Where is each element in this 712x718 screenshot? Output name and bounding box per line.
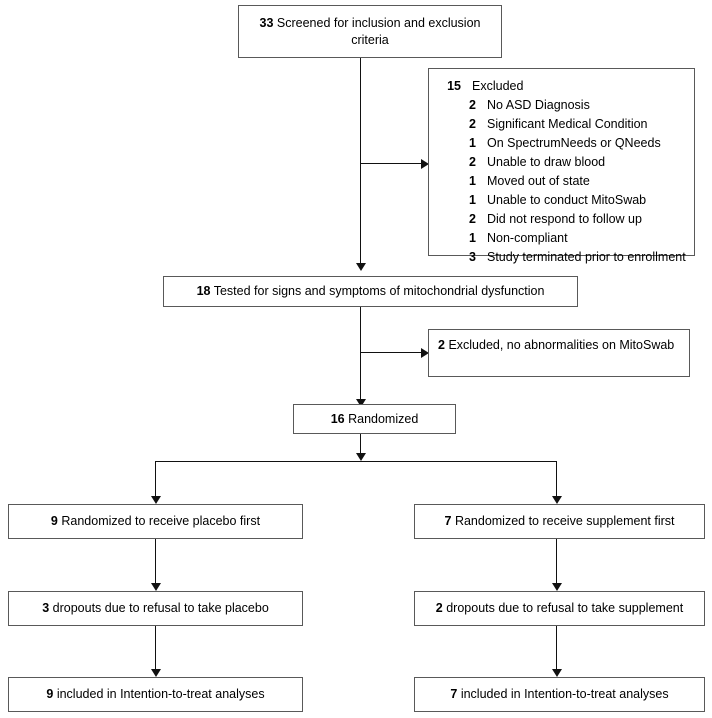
exclusion-reason-label: Unable to draw blood [487,155,606,169]
connector-supplement-first-to-dropouts [556,539,557,584]
node-supplement-first-count: 7 [444,514,452,529]
exclusion-reason-count: 1 [469,136,476,150]
excluded-primary-header: 15 Excluded [439,77,688,96]
excluded-primary-label: Excluded [472,79,524,93]
exclusion-reason-label: Did not respond to follow up [487,212,642,226]
arrowhead-to-excluded-primary [421,159,429,169]
exclusion-reason-label: Unable to conduct MitoSwab [487,193,647,207]
node-supplement-dropouts-text: 2 dropouts due to refusal to take supple… [436,600,683,617]
connector-randomized-stem [360,434,361,455]
node-tested-label: Tested for signs and symptoms of mitocho… [213,284,545,299]
node-placebo-itt-count: 9 [46,687,54,702]
exclusion-reason: 1 On SpectrumNeeds or QNeeds [439,134,688,153]
exclusion-reason: 2 Unable to draw blood [439,153,688,172]
node-supplement-itt-label: included in Intention-to-treat analyses [460,687,669,702]
node-randomized-label: Randomized [348,411,419,426]
node-screened: 33 Screened for inclusion and exclusion … [238,5,502,58]
exclusion-reason-label: Moved out of state [487,174,590,188]
exclusion-reason-count: 3 [469,250,476,264]
exclusion-reason-label: Study terminated prior to enrollment [487,250,686,264]
node-supplement-dropouts-label: dropouts due to refusal to take suppleme… [446,601,684,616]
node-placebo-first-label: Randomized to receive placebo first [61,514,261,529]
arrowhead-split-left [151,496,161,504]
node-placebo-dropouts-label: dropouts due to refusal to take placebo [52,601,269,616]
node-tested-text: 18 Tested for signs and symptoms of mito… [197,283,545,300]
node-screened-count: 33 [259,15,274,30]
connector-split-right-drop [556,461,557,497]
connector-tested-to-randomized [360,307,361,399]
exclusion-reason-count: 1 [469,193,476,207]
node-placebo-first-count: 9 [50,514,58,529]
exclusion-reason-count: 1 [469,174,476,188]
node-excluded-secondary-text: 2 Excluded, no abnormalities on MitoSwab [438,337,674,354]
connector-to-excluded-secondary [360,352,422,353]
exclusion-reason: 2 No ASD Diagnosis [439,96,688,115]
connector-to-excluded-primary [360,163,422,164]
node-randomized-count: 16 [330,411,345,426]
exclusion-reason: 3 Study terminated prior to enrollment [439,248,688,267]
exclusion-reason-count: 2 [469,117,476,131]
exclusion-reason-count: 1 [469,231,476,245]
node-excluded-secondary-count: 2 [438,338,445,352]
node-randomized: 16 Randomized [293,404,456,434]
node-supplement-dropouts: 2 dropouts due to refusal to take supple… [414,591,705,626]
connector-split-left-drop [155,461,156,497]
node-placebo-dropouts-count: 3 [42,601,50,616]
arrowhead-screened-to-tested [356,263,366,271]
exclusion-reason-label: On SpectrumNeeds or QNeeds [487,136,661,150]
arrowhead-supplement-dropouts-to-itt [552,669,562,677]
exclusion-reason-label: No ASD Diagnosis [487,98,590,112]
node-supplement-first-text: 7 Randomized to receive supplement first [445,513,675,530]
node-supplement-first-label: Randomized to receive supplement first [454,514,675,529]
arrowhead-tested-to-randomized [356,399,366,407]
exclusion-reason-label: Non-compliant [487,231,568,245]
node-screened-label: Screened for inclusion and exclusion cri… [276,15,481,47]
node-placebo-itt-text: 9 included in Intention-to-treat analyse… [46,686,264,703]
arrowhead-to-excluded-secondary [421,348,429,358]
node-randomized-text: 16 Randomized [331,411,419,428]
exclusion-reason: 2 Significant Medical Condition [439,115,688,134]
excluded-primary-count: 15 [447,79,461,93]
node-supplement-itt-count: 7 [450,687,458,702]
connector-placebo-first-to-dropouts [155,539,156,584]
node-placebo-first-text: 9 Randomized to receive placebo first [51,513,260,530]
excluded-primary-list: 15 Excluded 2 No ASD Diagnosis 2 Signifi… [429,69,694,273]
exclusion-reason-count: 2 [469,212,476,226]
node-supplement-itt: 7 included in Intention-to-treat analyse… [414,677,705,712]
node-supplement-first: 7 Randomized to receive supplement first [414,504,705,539]
arrowhead-placebo-first-to-dropouts [151,583,161,591]
arrowhead-randomized-split [356,453,366,461]
exclusion-reason-label: Significant Medical Condition [487,117,648,131]
node-excluded-secondary-label: Excluded, no abnormalities on MitoSwab [448,338,675,352]
connector-split-bar [155,461,557,462]
exclusion-reason: 2 Did not respond to follow up [439,210,688,229]
node-tested: 18 Tested for signs and symptoms of mito… [163,276,578,307]
node-excluded-primary: 15 Excluded 2 No ASD Diagnosis 2 Signifi… [428,68,695,264]
node-placebo-dropouts-text: 3 dropouts due to refusal to take placeb… [42,600,269,617]
arrowhead-split-right [552,496,562,504]
node-screened-text: 33 Screened for inclusion and exclusion … [247,15,493,49]
node-placebo-first: 9 Randomized to receive placebo first [8,504,303,539]
exclusion-reason: 1 Moved out of state [439,172,688,191]
node-tested-count: 18 [196,284,211,299]
node-supplement-itt-text: 7 included in Intention-to-treat analyse… [450,686,668,703]
exclusion-reason: 1 Unable to conduct MitoSwab [439,191,688,210]
connector-placebo-dropouts-to-itt [155,626,156,670]
exclusion-reason: 1 Non-compliant [439,229,688,248]
node-placebo-dropouts: 3 dropouts due to refusal to take placeb… [8,591,303,626]
arrowhead-supplement-first-to-dropouts [552,583,562,591]
exclusion-reason-count: 2 [469,155,476,169]
exclusion-reason-count: 2 [469,98,476,112]
node-placebo-itt: 9 included in Intention-to-treat analyse… [8,677,303,712]
connector-screened-to-tested [360,58,361,263]
connector-supplement-dropouts-to-itt [556,626,557,670]
node-placebo-itt-label: included in Intention-to-treat analyses [56,687,265,702]
arrowhead-placebo-dropouts-to-itt [151,669,161,677]
node-supplement-dropouts-count: 2 [435,601,443,616]
node-excluded-secondary: 2 Excluded, no abnormalities on MitoSwab [428,329,690,377]
